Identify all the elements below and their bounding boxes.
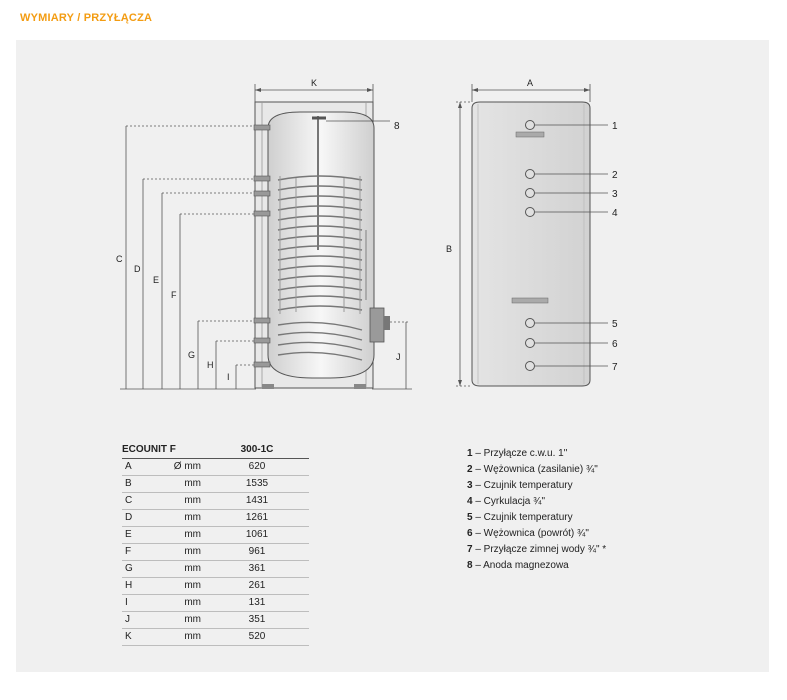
left-dimensions xyxy=(120,84,412,390)
dim-label-j: J xyxy=(396,352,401,362)
table-cell-value: 261 xyxy=(205,577,309,595)
dim-label-e: E xyxy=(153,275,159,285)
legend-number: 1 xyxy=(467,448,473,459)
table-cell-unit: mm xyxy=(153,543,205,561)
right-dimensions xyxy=(456,84,608,387)
callout-6: 6 xyxy=(612,339,618,350)
legend-number: 7 xyxy=(467,544,473,555)
legend-number: 3 xyxy=(467,480,473,491)
table-cell-unit: mm xyxy=(153,628,205,646)
legend-number: 8 xyxy=(467,560,473,571)
legend-text: – Cyrkulacja ¾" xyxy=(475,496,546,507)
legend-item: 7 – Przyłącze zimnej wody ¾" * xyxy=(467,542,606,558)
dim-label-c: C xyxy=(116,254,123,264)
table-cell-unit: mm xyxy=(153,594,205,612)
table-cell-key: C xyxy=(122,492,153,510)
table-cell-unit: mm xyxy=(153,577,205,595)
connection-legend: 1 – Przyłącze c.w.u. 1"2 – Wężownica (za… xyxy=(467,446,606,574)
table-cell-key: I xyxy=(122,594,153,612)
legend-text: – Czujnik temperatury xyxy=(475,512,573,523)
legend-number: 4 xyxy=(467,496,473,507)
legend-number: 5 xyxy=(467,512,473,523)
dim-label-f: F xyxy=(171,290,177,300)
table-cell-key: A xyxy=(122,458,153,476)
legend-item: 2 – Wężownica (zasilanie) ¾" xyxy=(467,462,606,478)
callout-1: 1 xyxy=(612,121,618,132)
table-cell-unit: Ø mm xyxy=(153,458,205,476)
table-cell-key: G xyxy=(122,560,153,578)
dim-label-h: H xyxy=(207,360,214,370)
legend-text: – Wężownica (zasilanie) ¾" xyxy=(475,464,598,475)
legend-item: 5 – Czujnik temperatury xyxy=(467,510,606,526)
table-cell-unit: mm xyxy=(153,475,205,493)
table-cell-value: 1431 xyxy=(205,492,309,510)
dim-label-a: A xyxy=(527,78,533,88)
section-view xyxy=(253,101,390,389)
legend-item: 4 – Cyrkulacja ¾" xyxy=(467,494,606,510)
table-cell-key: K xyxy=(122,628,153,646)
table-cell-value: 1261 xyxy=(205,509,309,527)
table-cell-unit: mm xyxy=(153,492,205,510)
callout-7: 7 xyxy=(612,362,618,373)
table-cell-value: 620 xyxy=(205,458,309,476)
legend-text: – Wężownica (powrót) ¾" xyxy=(475,528,589,539)
table-cell-key: B xyxy=(122,475,153,493)
table-cell-key: E xyxy=(122,526,153,544)
dim-label-d: D xyxy=(134,264,141,274)
legend-item: 6 – Wężownica (powrót) ¾" xyxy=(467,526,606,542)
dim-label-g: G xyxy=(188,350,195,360)
callout-8: 8 xyxy=(394,121,400,132)
table-header-row: ECOUNIT F 300-1C xyxy=(122,442,309,459)
dim-label-i: I xyxy=(227,372,230,382)
table-cell-value: 961 xyxy=(205,543,309,561)
legend-text: – Przyłącze zimnej wody ¾" * xyxy=(475,544,607,555)
table-cell-unit: mm xyxy=(153,526,205,544)
table-cell-unit: mm xyxy=(153,560,205,578)
table-cell-value: 131 xyxy=(205,594,309,612)
legend-number: 2 xyxy=(467,464,473,475)
front-view xyxy=(471,101,591,387)
table-cell-key: J xyxy=(122,611,153,629)
table-cell-value: 361 xyxy=(205,560,309,578)
table-cell-unit: mm xyxy=(153,611,205,629)
table-header-model: ECOUNIT F xyxy=(122,442,205,459)
table-cell-key: D xyxy=(122,509,153,527)
legend-text: – Przyłącze c.w.u. 1" xyxy=(475,448,568,459)
table-header-value: 300-1C xyxy=(205,442,309,459)
table-cell-value: 1061 xyxy=(205,526,309,544)
legend-number: 6 xyxy=(467,528,473,539)
section-heading: WYMIARY / PRZYŁĄCZA xyxy=(20,12,153,24)
table-cell-value: 1535 xyxy=(205,475,309,493)
table-cell-unit: mm xyxy=(153,509,205,527)
legend-item: 3 – Czujnik temperatury xyxy=(467,478,606,494)
dim-label-b: B xyxy=(446,244,452,254)
legend-item: 1 – Przyłącze c.w.u. 1" xyxy=(467,446,606,462)
legend-text: – Czujnik temperatury xyxy=(475,480,573,491)
legend-item: 8 – Anoda magnezowa xyxy=(467,558,606,574)
table-cell-key: H xyxy=(122,577,153,595)
dim-label-k: K xyxy=(311,78,317,88)
table-cell-key: F xyxy=(122,543,153,561)
table-cell-value: 351 xyxy=(205,611,309,629)
callout-4: 4 xyxy=(612,208,618,219)
callout-2: 2 xyxy=(612,170,618,181)
table-cell-value: 520 xyxy=(205,628,309,646)
callout-3: 3 xyxy=(612,189,618,200)
legend-text: – Anoda magnezowa xyxy=(475,560,569,571)
callout-5: 5 xyxy=(612,319,618,330)
